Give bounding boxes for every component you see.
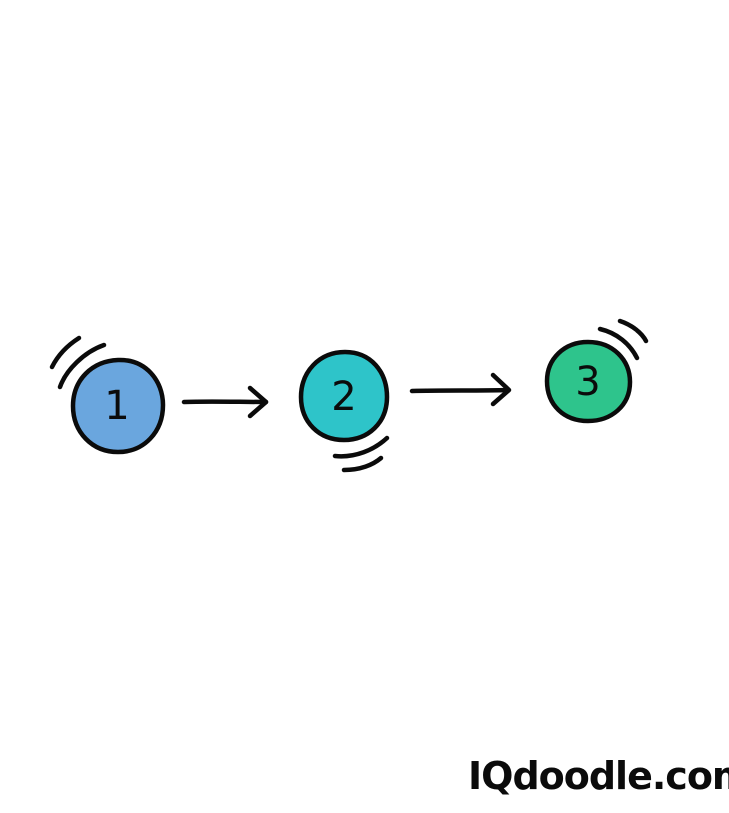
arrow-1-to-2 — [181, 385, 269, 419]
node-1-circle — [70, 357, 166, 455]
node-2-motion-lines-icon — [332, 435, 390, 473]
node-3-circle — [544, 339, 633, 424]
node-2-circle — [298, 349, 390, 443]
node-2-label: 2 — [331, 374, 356, 420]
node-3-label: 3 — [575, 359, 600, 405]
step-node-3: 3 — [544, 318, 649, 424]
node-1-motion-lines-icon — [49, 335, 107, 390]
node-1-label: 1 — [104, 383, 129, 429]
step-node-1: 1 — [49, 335, 166, 455]
watermark-logo: IQdoodle.com — [468, 754, 729, 798]
node-3-motion-lines-icon — [597, 318, 649, 361]
arrow-2-to-3 — [409, 372, 512, 407]
step-node-2: 2 — [298, 349, 390, 473]
